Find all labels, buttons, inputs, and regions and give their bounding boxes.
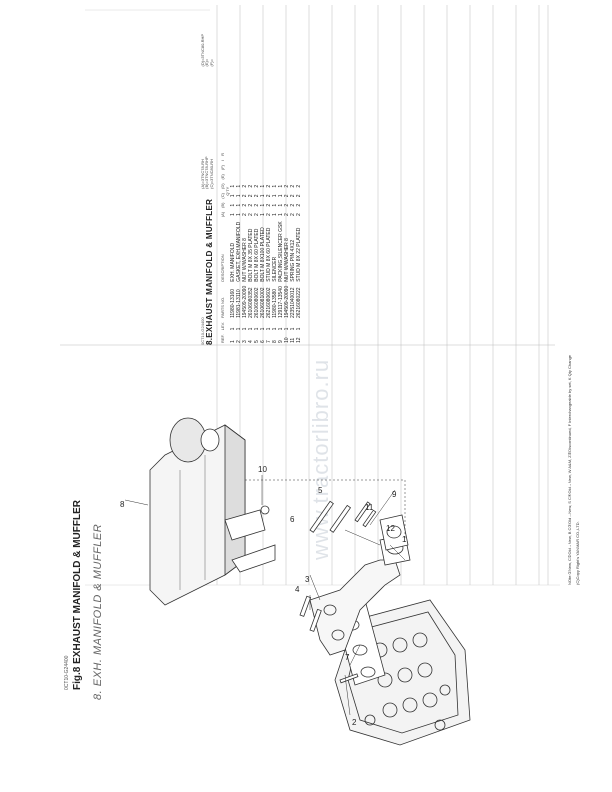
callout-4: 4 xyxy=(295,585,300,594)
cell-qty xyxy=(296,172,302,181)
callout-6: 6 xyxy=(290,515,295,524)
footer-copyright: (C)Copy Right's YANMAR CO.,LTD. xyxy=(575,521,580,585)
callout-12: 12 xyxy=(386,524,395,533)
leader-lines xyxy=(124,475,406,716)
model-f: (F)= xyxy=(208,59,214,67)
cell-qty: 2 xyxy=(296,213,302,216)
footer-note: NOte:①New, C②Old→New, B C③Old→New, S C④O… xyxy=(567,354,572,585)
cell-qty xyxy=(296,163,302,172)
cell-description: STUD M 8X 22 PLATED xyxy=(296,227,302,282)
silencer-packing-drawing xyxy=(379,514,409,551)
parts-row: 12 1 26216080222 STUD M 8X 22 PLATED 2 2 2 2 xyxy=(296,151,302,345)
cell-qty: 2 xyxy=(296,194,302,198)
cell-lev: 1 xyxy=(296,327,302,331)
muffler-drawing xyxy=(149,417,276,606)
callout-7: 7 xyxy=(345,653,350,662)
cell-part-number: 26216080222 xyxy=(296,287,302,319)
callout-1: 1 xyxy=(402,535,407,544)
callout-11: 11 xyxy=(365,503,374,512)
callout-10: 10 xyxy=(258,465,267,474)
cell-qty: 2 xyxy=(296,184,302,188)
bolts-drawing xyxy=(260,500,377,684)
callout-2: 2 xyxy=(352,718,357,727)
callout-5: 5 xyxy=(318,486,323,495)
callout-9: 9 xyxy=(392,490,397,499)
parts-list-title: 8.EXHAUST MANIFOLD & MUFFLER xyxy=(205,198,214,345)
model-legend-left: (A)=3TNC78-RH (B)=3TNC78-RHP (C)=3TNC80-… xyxy=(200,156,215,189)
model-c: (C)=3TNC80-RH xyxy=(208,158,214,189)
parts-list: 0CT10-G24400 8.EXHAUST MANIFOLD & MUFFLE… xyxy=(200,5,303,345)
cell-qty: 2 xyxy=(296,203,302,207)
model-legend-right: (D)=3TNC80-RHP (E)= (F)= xyxy=(200,34,215,67)
callout-3: 3 xyxy=(305,575,310,584)
callout-8: 8 xyxy=(120,500,125,509)
cell-ref: 12 xyxy=(296,337,302,343)
parts-table: REF. LEV. PARTS NO. DESCRIPTION (A) (B) … xyxy=(220,151,302,345)
